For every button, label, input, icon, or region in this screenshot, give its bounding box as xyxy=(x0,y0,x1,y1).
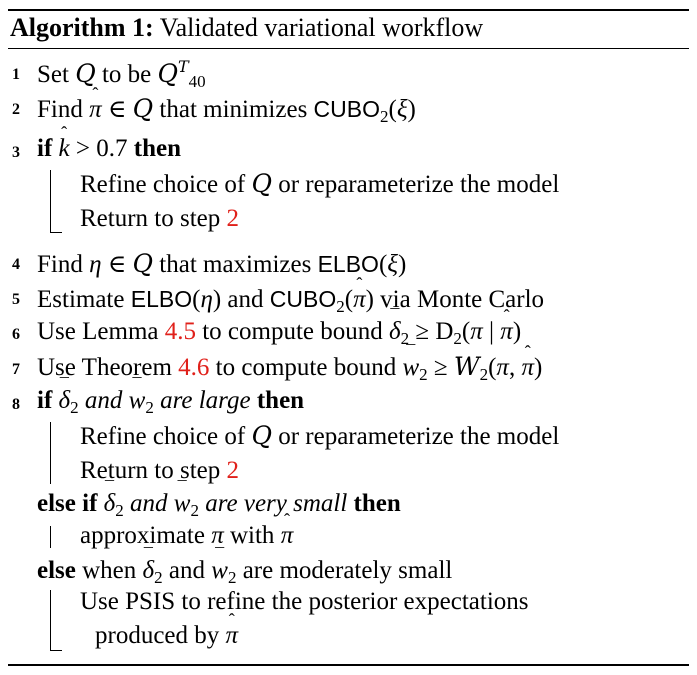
step-text: that minimizes xyxy=(159,96,308,123)
step-text: approximate xyxy=(80,522,205,549)
step-8-else-if: else if δ¯2 and w¯2 are very small then xyxy=(37,478,401,520)
keyword-if: if xyxy=(37,387,53,414)
keyword-else: else xyxy=(37,557,76,584)
threshold-value: 0.7 xyxy=(96,135,128,162)
step-text: Set xyxy=(37,61,69,88)
block-bar xyxy=(50,422,51,484)
step-text: Estimate xyxy=(37,286,125,313)
keyword-then: then xyxy=(353,490,401,517)
line-number-5: 5 xyxy=(12,291,20,308)
caption-rule xyxy=(8,48,689,49)
step-text: are very small xyxy=(205,490,348,517)
block-bar xyxy=(50,526,51,548)
step-reference-link[interactable]: 2 xyxy=(226,457,240,484)
step-text: are moderately small xyxy=(242,557,453,584)
step-1: Set Q to be QT40 xyxy=(37,57,206,91)
step-7: Use Theorem 4.6 to compute bound w¯2 ≥ W… xyxy=(37,342,543,384)
step-text: Use Lemma xyxy=(37,318,159,345)
step-text: Return to step xyxy=(80,205,221,232)
algorithm-label: Algorithm 1: xyxy=(10,13,154,42)
elbo-label: ELBO xyxy=(130,286,193,312)
step-text: Find xyxy=(37,251,83,278)
step-text: Refine choice of xyxy=(80,423,246,450)
step-reference-link[interactable]: 2 xyxy=(226,205,240,232)
step-8-else: else when δ¯2 and w¯2 are moderately sma… xyxy=(37,545,453,587)
keyword-else-if: else if xyxy=(37,490,98,517)
step-3-refine: Refine choice of Q or reparameterize the… xyxy=(80,169,560,198)
line-number-1: 1 xyxy=(12,66,20,83)
step-text: when xyxy=(82,557,137,584)
step-8-return: Return to step 2 xyxy=(80,455,239,487)
block-bar xyxy=(50,170,51,232)
step-text: and xyxy=(227,286,264,313)
line-number-2: 2 xyxy=(12,101,20,118)
keyword-then: then xyxy=(133,135,181,162)
step-text: are large xyxy=(160,387,251,414)
algorithm-title: Validated variational workflow xyxy=(159,13,484,42)
step-6: Use Lemma 4.5 to compute bound δ¯2 ≥ D2(… xyxy=(37,306,522,348)
step-text: to be xyxy=(101,61,152,88)
step-8-refine: Refine choice of Q or reparameterize the… xyxy=(80,421,560,450)
line-number-4: 4 xyxy=(12,256,20,273)
step-text: to compute bound xyxy=(202,318,383,345)
step-text: to compute bound xyxy=(215,354,397,381)
line-number-6: 6 xyxy=(12,326,20,343)
step-text: Use Theorem xyxy=(37,354,172,381)
block-tick xyxy=(50,650,62,651)
step-text: Return to step xyxy=(80,457,221,484)
bottom-rule xyxy=(8,664,689,666)
line-number-3: 3 xyxy=(12,144,20,161)
lemma-reference-link[interactable]: 4.5 xyxy=(164,318,196,345)
keyword-then: then xyxy=(256,387,305,414)
keyword-if: if xyxy=(37,135,53,162)
step-text: with xyxy=(229,522,275,549)
top-rule xyxy=(8,9,689,11)
step-text: via Monte Carlo xyxy=(380,286,545,313)
step-text: that maximizes xyxy=(159,251,312,278)
line-number-7: 7 xyxy=(12,361,20,378)
step-text: produced by xyxy=(95,622,220,649)
step-text: or reparameterize the model xyxy=(278,171,560,198)
step-text: or reparameterize the model xyxy=(278,423,560,450)
step-8: if δ¯2 and w¯2 are large then xyxy=(37,375,305,417)
theorem-reference-link[interactable]: 4.6 xyxy=(178,354,210,381)
step-8-psis: Use PSIS to refine the posterior expecta… xyxy=(80,586,529,618)
block-tick xyxy=(50,232,62,233)
step-4: Find η ∈ Q that maximizes ELBO(ξ) xyxy=(37,249,407,278)
step-text: Use PSIS to refine the posterior expecta… xyxy=(80,588,529,615)
cubo-label: CUBO xyxy=(269,286,337,312)
block-bar xyxy=(50,590,51,650)
step-text: and xyxy=(168,557,206,584)
elbo-label: ELBO xyxy=(317,251,379,277)
line-number-8: 8 xyxy=(12,396,20,413)
algorithm-caption: Algorithm 1: Validated variational workf… xyxy=(10,12,483,44)
step-text: and xyxy=(130,490,168,517)
step-3-return: Return to step 2 xyxy=(80,203,239,235)
step-text: Refine choice of xyxy=(80,171,246,198)
step-text: and xyxy=(84,387,123,414)
cubo-label: CUBO xyxy=(313,96,380,122)
step-text: Find xyxy=(37,96,83,123)
